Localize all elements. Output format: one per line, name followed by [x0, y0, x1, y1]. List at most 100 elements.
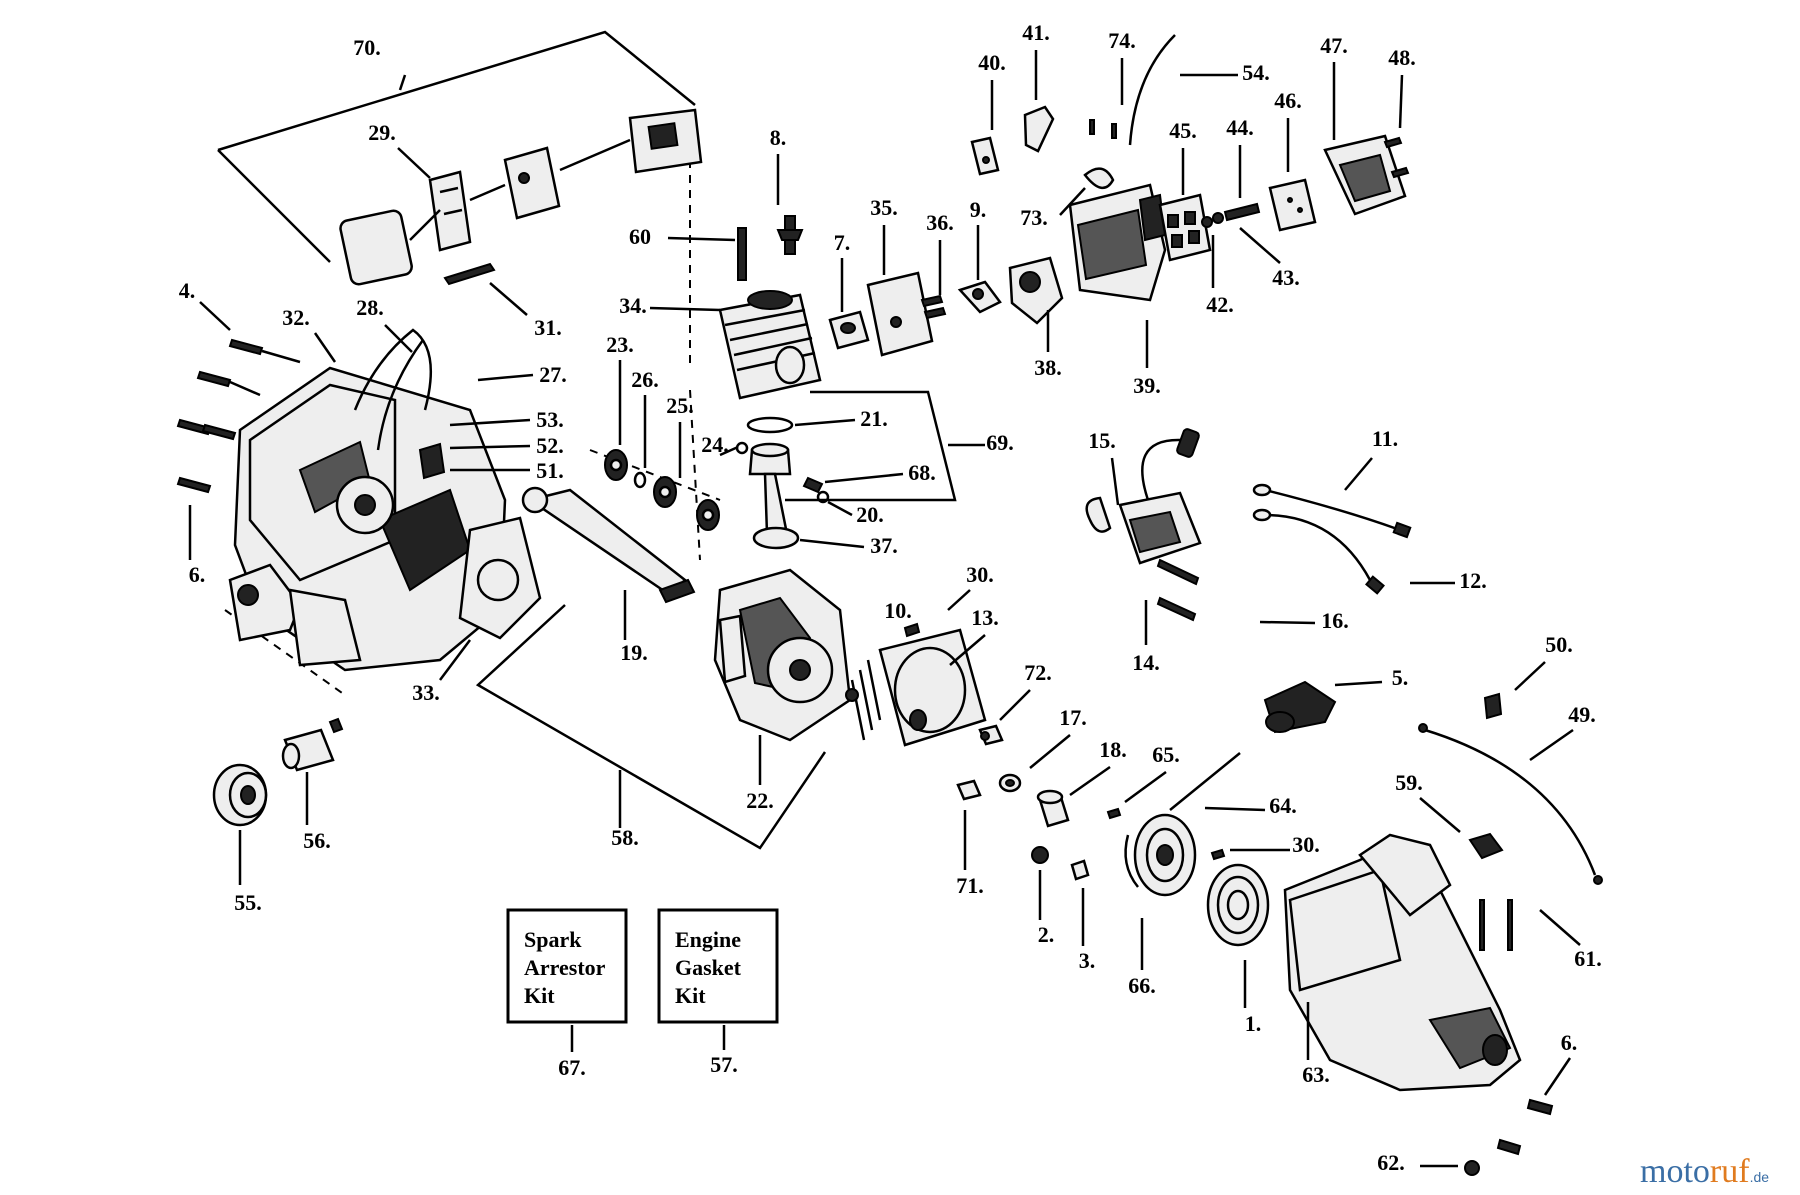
switch-59	[1468, 832, 1504, 860]
part-label: 23.	[606, 332, 634, 357]
part-label: 31.	[534, 315, 562, 340]
part-label: 11.	[1372, 426, 1398, 451]
part-label: 20.	[856, 502, 884, 527]
part-label: 54.	[1242, 60, 1270, 85]
housing-screws	[176, 338, 301, 494]
part-label: 66.	[1128, 973, 1156, 998]
lead-12	[1264, 513, 1372, 581]
screw-65	[1106, 807, 1122, 820]
screw-6b	[1526, 1098, 1554, 1116]
part-label: 3.	[1079, 948, 1096, 973]
part-label: 14.	[1132, 650, 1160, 675]
air-box-assembly	[970, 34, 1410, 302]
part-label: 69.	[986, 430, 1014, 455]
clip-24	[735, 441, 749, 455]
lead-11	[1264, 488, 1401, 532]
part-label: 67.	[558, 1055, 586, 1080]
washer-26	[633, 471, 647, 489]
part-label: 33.	[412, 680, 440, 705]
part-label: 13.	[971, 605, 999, 630]
part-label: 48.	[1388, 45, 1416, 70]
gasket-crankshaft	[458, 486, 696, 640]
part-label: 42.	[1206, 292, 1234, 317]
part-label: 49.	[1568, 702, 1596, 727]
throttle-cable-49	[1424, 728, 1597, 876]
piston-assembly	[604, 416, 830, 550]
part-label: 56.	[303, 828, 331, 853]
flywheel-assembly	[845, 622, 1070, 828]
part-label: 51.	[536, 458, 564, 483]
part-label: 6.	[189, 562, 206, 587]
fuel-line	[376, 339, 425, 451]
leader-arrows	[188, 50, 1581, 1168]
screw-61a	[1479, 899, 1485, 951]
filter-46	[1268, 178, 1317, 232]
crankshaft-19	[526, 488, 687, 597]
gasket-33	[458, 516, 542, 640]
part-label: 16.	[1321, 608, 1349, 633]
washer-3	[1070, 859, 1090, 881]
part-label: 1.	[1245, 1011, 1262, 1036]
part-label: 55.	[234, 890, 262, 915]
part-label: 41.	[1022, 20, 1050, 45]
cylinder-bolt-left	[737, 227, 747, 281]
part-label: 22.	[746, 788, 774, 813]
part-label: 35.	[870, 195, 898, 220]
spacer-35	[866, 271, 934, 357]
centerline-crank	[689, 389, 701, 561]
part-label: 36.	[926, 210, 954, 235]
part-label: 44.	[1226, 115, 1254, 140]
part-label: 65.	[1152, 742, 1180, 767]
part-label: 25.	[666, 393, 694, 418]
engine-housing	[228, 328, 507, 672]
part-label: 45.	[1169, 118, 1197, 143]
nut-62	[1464, 1160, 1480, 1176]
filter-plate	[503, 146, 561, 220]
part-label: 12.	[1459, 568, 1487, 593]
hose-54	[1128, 34, 1176, 146]
part-label: 29.	[368, 120, 396, 145]
starter-assembly	[1031, 680, 1337, 947]
part-number-labels: 70.29.31.28.27.4.32.53.52.51.6.33.55.56.…	[179, 20, 1602, 1175]
kit-line: Kit	[524, 983, 555, 1008]
filter-bracket	[428, 170, 472, 252]
part-label: 68.	[908, 460, 936, 485]
part-label: 17.	[1059, 705, 1087, 730]
part-label: 30.	[966, 562, 994, 587]
part-label: 43.	[1272, 265, 1300, 290]
part-label: 39.	[1133, 373, 1161, 398]
part-label: 57.	[710, 1052, 738, 1077]
cylinder-34	[718, 215, 822, 400]
screw-44	[1223, 202, 1261, 222]
pin-68	[802, 476, 824, 494]
bracket-40	[970, 136, 1000, 176]
svg-text:motoruf.de: motoruf.de	[1640, 1153, 1769, 1190]
bracket-69	[785, 390, 985, 502]
spark-arrestor-kit-box: Spark Arrestor Kit	[506, 908, 628, 1024]
part-label: 6.	[1561, 1030, 1578, 1055]
part-label: 28.	[356, 295, 384, 320]
part-label: 9.	[970, 197, 987, 222]
part-label: 74.	[1108, 28, 1136, 53]
piston-ring-21	[746, 416, 794, 434]
screws-48	[1383, 136, 1410, 179]
part-label: 71.	[956, 873, 984, 898]
watermark-logo: motoruf.de	[1640, 1153, 1769, 1190]
part-label: 50.	[1545, 632, 1573, 657]
pawl-71	[956, 779, 982, 801]
part-label: 21.	[860, 406, 888, 431]
screw-2	[1031, 846, 1049, 864]
part-label: 24.	[701, 432, 729, 457]
kit-line: Kit	[675, 983, 706, 1008]
part-label: 15.	[1088, 428, 1116, 453]
screw-30b	[1210, 848, 1226, 861]
part-label: 10.	[884, 598, 912, 623]
part-label: 26.	[631, 367, 659, 392]
part-label: 73.	[1020, 205, 1048, 230]
part-label: 2.	[1038, 922, 1055, 947]
screw-61b	[1507, 899, 1513, 951]
kit-line: Spark	[524, 927, 582, 952]
part-label: 47.	[1320, 33, 1348, 58]
centerline-clutch	[224, 609, 346, 696]
